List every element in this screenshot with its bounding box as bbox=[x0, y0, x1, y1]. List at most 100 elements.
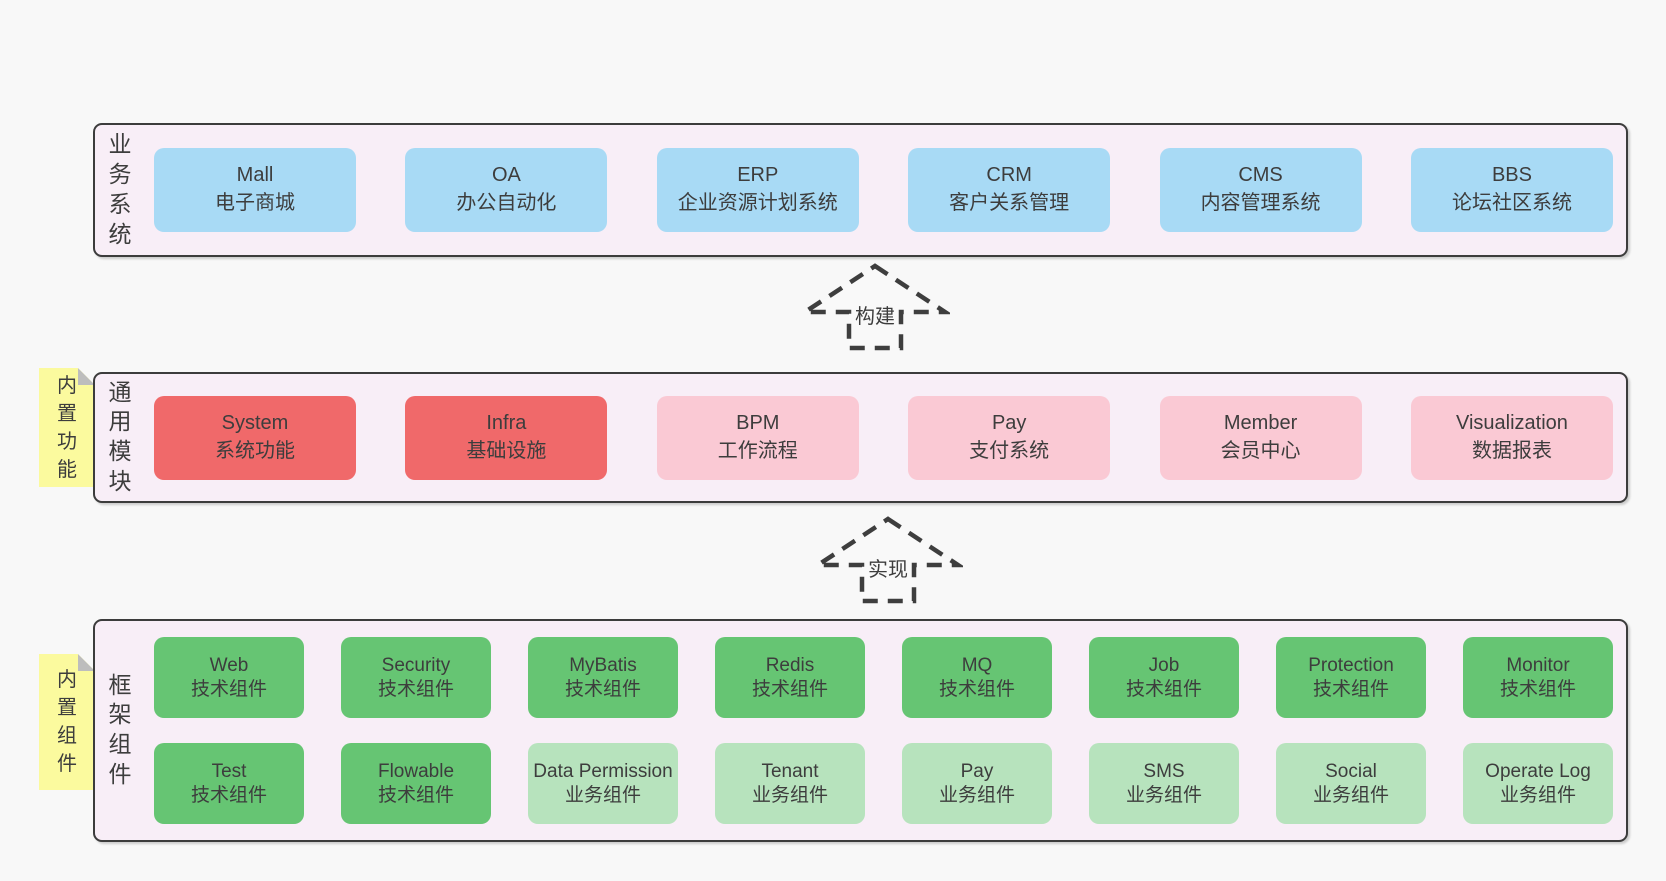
box-name: BBS bbox=[1491, 164, 1532, 187]
box-desc: 基础设施 bbox=[466, 439, 547, 462]
box-desc: 技术组件 bbox=[1125, 678, 1202, 700]
box-name: MyBatis bbox=[569, 654, 637, 676]
arrow-implement: 实现 bbox=[813, 515, 963, 605]
section-label-business: 业务系统 bbox=[108, 131, 132, 247]
box-desc: 技术组件 bbox=[1312, 678, 1389, 700]
box-desc: 会员中心 bbox=[1220, 439, 1301, 462]
arrow-label: 实现 bbox=[866, 553, 910, 582]
box-operate-log: Operate Log 业务组件 bbox=[1463, 743, 1613, 824]
sticky-note-built-in-components: 内置组件 bbox=[39, 654, 95, 790]
section-business-systems: 业务系统 Mall 电子商城 OA 办公自动化 ERP 企业资源计划系统 CRM… bbox=[93, 123, 1628, 257]
sticky-label: 内置功能 bbox=[57, 374, 77, 481]
section-label-modules: 通用模块 bbox=[108, 378, 132, 495]
box-name: Data Permission bbox=[533, 760, 673, 782]
box-tenant: Tenant 业务组件 bbox=[715, 743, 865, 824]
box-desc: 内容管理系统 bbox=[1200, 192, 1321, 214]
box-member: Member 会员中心 bbox=[1159, 395, 1362, 480]
box-cms: CMS 内容管理系统 bbox=[1159, 148, 1362, 232]
box-monitor: Monitor 技术组件 bbox=[1463, 637, 1613, 718]
box-name: Social bbox=[1325, 760, 1377, 782]
box-erp: ERP 企业资源计划系统 bbox=[656, 148, 859, 232]
box-name: Test bbox=[211, 760, 247, 782]
box-social: Social 业务组件 bbox=[1276, 743, 1426, 824]
box-job: Job 技术组件 bbox=[1089, 637, 1239, 718]
box-desc: 支付系统 bbox=[969, 439, 1050, 462]
box-name: BPM bbox=[736, 411, 780, 434]
box-pay: Pay 支付系统 bbox=[908, 395, 1111, 480]
box-name: Pay bbox=[960, 760, 994, 782]
box-name: Security bbox=[381, 654, 451, 676]
box-oa: OA 办公自动化 bbox=[405, 148, 608, 232]
box-security: Security 技术组件 bbox=[341, 637, 491, 718]
box-infra: Infra 基础设施 bbox=[405, 395, 608, 480]
box-desc: 业务组件 bbox=[1499, 784, 1576, 806]
box-desc: 企业资源计划系统 bbox=[677, 192, 838, 214]
box-desc: 业务组件 bbox=[564, 784, 641, 806]
box-name: Redis bbox=[765, 654, 815, 676]
box-desc: 技术组件 bbox=[938, 678, 1015, 700]
box-name: ERP bbox=[737, 164, 779, 187]
box-desc: 业务组件 bbox=[751, 784, 828, 806]
box-desc: 技术组件 bbox=[190, 678, 267, 700]
box-protection: Protection 技术组件 bbox=[1276, 637, 1426, 718]
box-name: Mall bbox=[236, 164, 274, 187]
components-row-2: Test 技术组件 Flowable 技术组件 Data Permission … bbox=[154, 743, 1613, 824]
box-name: System bbox=[221, 411, 289, 434]
box-name: CRM bbox=[986, 164, 1032, 187]
box-bpm: BPM 工作流程 bbox=[656, 395, 859, 480]
box-desc: 技术组件 bbox=[377, 784, 454, 806]
box-name: Monitor bbox=[1506, 654, 1570, 676]
section-common-modules: 通用模块 System 系统功能 Infra 基础设施 BPM 工作流程 Pay… bbox=[93, 372, 1628, 503]
box-name: MQ bbox=[961, 654, 993, 676]
box-desc: 客户关系管理 bbox=[949, 192, 1070, 214]
business-boxes-row: Mall 电子商城 OA 办公自动化 ERP 企业资源计划系统 CRM 客户关系… bbox=[154, 148, 1613, 232]
box-desc: 系统功能 bbox=[215, 439, 295, 462]
box-desc: 技术组件 bbox=[190, 784, 267, 806]
box-name: Protection bbox=[1308, 654, 1394, 676]
box-name: Tenant bbox=[761, 760, 819, 782]
box-test: Test 技术组件 bbox=[154, 743, 304, 824]
box-desc: 论坛社区系统 bbox=[1451, 192, 1572, 214]
section-label-components: 框架组件 bbox=[108, 671, 132, 788]
box-desc: 技术组件 bbox=[377, 678, 454, 700]
components-row-1: Web 技术组件 Security 技术组件 MyBatis 技术组件 Redi… bbox=[154, 637, 1613, 718]
box-desc: 办公自动化 bbox=[456, 192, 557, 214]
box-sms: SMS 业务组件 bbox=[1089, 743, 1239, 824]
box-desc: 技术组件 bbox=[751, 678, 828, 700]
box-desc: 数据报表 bbox=[1471, 439, 1552, 462]
box-desc: 工作流程 bbox=[717, 439, 798, 462]
box-name: CMS bbox=[1238, 164, 1283, 187]
box-pay-business: Pay 业务组件 bbox=[902, 743, 1052, 824]
box-name: Web bbox=[209, 654, 249, 676]
box-mybatis: MyBatis 技术组件 bbox=[528, 637, 678, 718]
box-system: System 系统功能 bbox=[154, 395, 356, 480]
box-name: Visualization bbox=[1455, 411, 1568, 434]
sticky-note-built-in-features: 内置功能 bbox=[39, 368, 95, 487]
arrow-build: 构建 bbox=[800, 262, 950, 352]
box-name: Flowable bbox=[377, 760, 455, 782]
box-desc: 业务组件 bbox=[1125, 784, 1202, 806]
box-web: Web 技术组件 bbox=[154, 637, 304, 718]
box-name: Job bbox=[1148, 654, 1180, 676]
box-name: Infra bbox=[486, 411, 527, 434]
section-framework-components: 框架组件 Web 技术组件 Security 技术组件 MyBatis 技术组件… bbox=[93, 619, 1628, 842]
box-mq: MQ 技术组件 bbox=[902, 637, 1052, 718]
box-bbs: BBS 论坛社区系统 bbox=[1410, 148, 1613, 232]
box-name: OA bbox=[491, 164, 521, 187]
box-redis: Redis 技术组件 bbox=[715, 637, 865, 718]
box-desc: 业务组件 bbox=[1312, 784, 1389, 806]
box-name: Member bbox=[1223, 411, 1298, 434]
box-flowable: Flowable 技术组件 bbox=[341, 743, 491, 824]
box-name: Operate Log bbox=[1485, 760, 1591, 782]
box-name: SMS bbox=[1143, 760, 1185, 782]
box-visualization: Visualization 数据报表 bbox=[1410, 395, 1613, 480]
box-desc: 技术组件 bbox=[1499, 678, 1576, 700]
arrow-label: 构建 bbox=[853, 300, 897, 329]
modules-boxes-row: System 系统功能 Infra 基础设施 BPM 工作流程 Pay 支付系统… bbox=[154, 395, 1613, 480]
box-desc: 电子商城 bbox=[215, 192, 295, 214]
box-crm: CRM 客户关系管理 bbox=[908, 148, 1111, 232]
box-desc: 业务组件 bbox=[938, 784, 1015, 806]
box-data-permission: Data Permission 业务组件 bbox=[528, 743, 678, 824]
sticky-label: 内置组件 bbox=[57, 669, 77, 775]
